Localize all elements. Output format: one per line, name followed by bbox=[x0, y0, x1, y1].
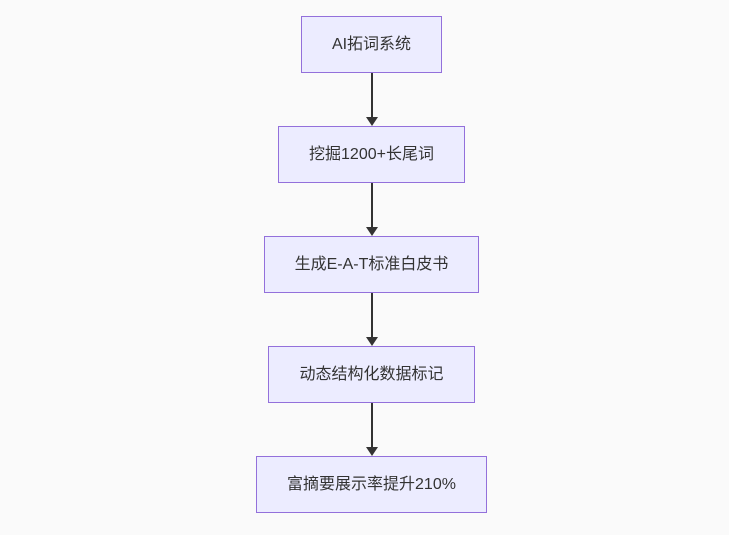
flow-node-eat-whitepaper: 生成E-A-T标准白皮书 bbox=[263, 236, 480, 293]
edge-step2-step3 bbox=[365, 183, 378, 236]
arrow-down-icon bbox=[365, 227, 378, 236]
arrow-down-icon bbox=[365, 117, 378, 126]
edge-step4-step5 bbox=[365, 403, 378, 456]
edge-line bbox=[370, 183, 373, 227]
edge-step1-step2 bbox=[365, 73, 378, 126]
edge-line bbox=[370, 403, 373, 447]
flowchart: AI拓词系统 挖掘1200+长尾词 生成E-A-T标准白皮书 动态结构化数据标记… bbox=[256, 16, 487, 513]
flow-node-ai-keyword-system: AI拓词系统 bbox=[300, 16, 443, 73]
flow-node-rich-snippet-result: 富摘要展示率提升210% bbox=[256, 456, 487, 513]
arrow-down-icon bbox=[365, 337, 378, 346]
flow-node-longtail-mining: 挖掘1200+长尾词 bbox=[278, 126, 465, 183]
flow-node-structured-data-markup: 动态结构化数据标记 bbox=[268, 346, 475, 403]
arrow-down-icon bbox=[365, 447, 378, 456]
edge-line bbox=[370, 73, 373, 117]
edge-line bbox=[370, 293, 373, 337]
edge-step3-step4 bbox=[365, 293, 378, 346]
